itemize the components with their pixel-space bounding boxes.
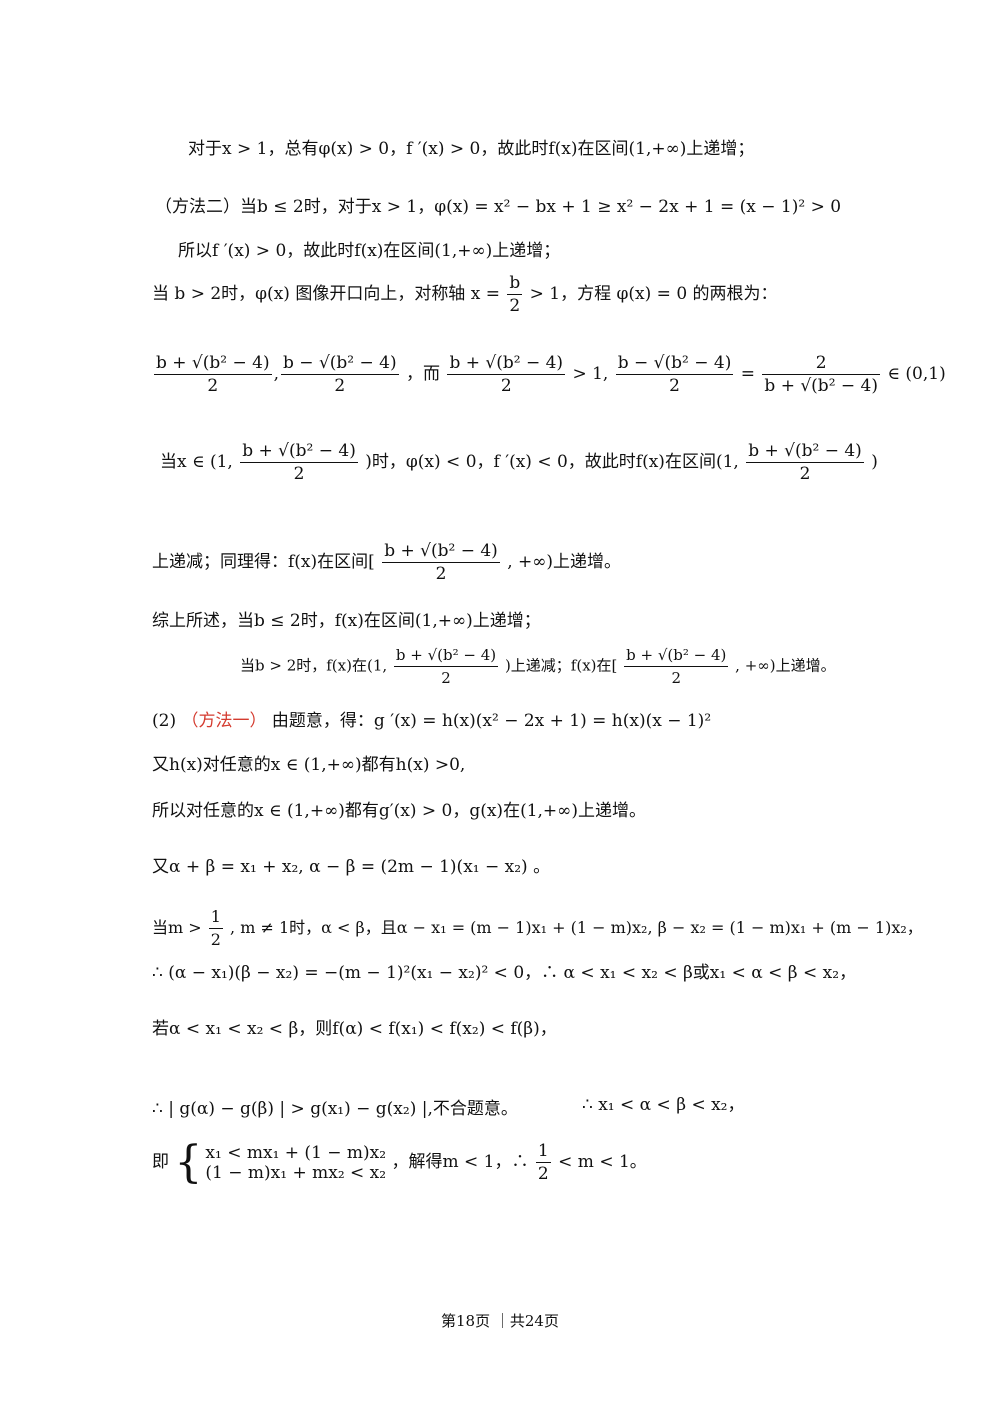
numerator: b + √(b² − 4) bbox=[382, 541, 500, 563]
fraction: b − √(b² − 4) 2 bbox=[281, 352, 399, 397]
fraction: b + √(b² − 4) 2 bbox=[624, 644, 729, 689]
line-text: , m ≠ 1时，α < β，且α − x₁ = (m − 1)x₁ + (1 … bbox=[230, 918, 923, 937]
line-text: 又α + β = x₁ + x₂, α − β = (2m − 1)(x₁ − … bbox=[152, 857, 551, 877]
numerator: b + √(b² − 4) bbox=[447, 353, 566, 375]
line-text: 所以f ′(x) > 0，故此时f(x)在区间(1,+∞)上递增； bbox=[178, 241, 561, 261]
line-text: 当 b > 2时，φ(x) 图像开口向上，对称轴 x = bbox=[152, 284, 500, 304]
numerator: 1 bbox=[208, 906, 223, 929]
fraction: b + √(b² − 4) 2 bbox=[154, 352, 272, 397]
text-line: ∴ | g(α) − g(β) | > g(x₁) − g(x₂) |,不合题意… bbox=[152, 1098, 518, 1120]
text-line: 即 { x₁ < mx₁ + (1 − m)x₂ (1 − m)x₁ + mx₂… bbox=[152, 1140, 647, 1185]
fraction: b − √(b² − 4) 2 bbox=[615, 352, 734, 397]
brace-glyph: { bbox=[174, 1136, 203, 1188]
line-text: (2) bbox=[152, 711, 177, 731]
text-line: (2) （方法一） 由题意，得：g ′(x) = h(x)(x² − 2x + … bbox=[152, 710, 711, 732]
fraction: 1 2 bbox=[208, 906, 223, 951]
numerator: b + √(b² − 4) bbox=[240, 441, 358, 463]
equation-row: x₁ < mx₁ + (1 − m)x₂ bbox=[205, 1142, 387, 1163]
text-line: 综上所述，当b ≤ 2时，f(x)在区间(1,+∞)上递增； bbox=[152, 610, 541, 632]
denominator: 2 bbox=[210, 930, 221, 949]
line-text: 上递减；同理得：f(x)在区间[ bbox=[152, 552, 375, 572]
line-text: > 1, bbox=[572, 364, 609, 384]
line-text: 当x ∈ (1, bbox=[160, 452, 233, 472]
denominator: 2 bbox=[799, 464, 811, 484]
text-line: 所以对任意的x ∈ (1,+∞)都有g′(x) > 0，g(x)在(1,+∞)上… bbox=[152, 800, 646, 822]
equation-row: (1 − m)x₁ + mx₂ < x₂ bbox=[205, 1162, 387, 1183]
line-text: 所以对任意的x ∈ (1,+∞)都有g′(x) > 0，g(x)在(1,+∞)上… bbox=[152, 801, 646, 821]
numerator: b + √(b² − 4) bbox=[624, 644, 729, 667]
line-text: , bbox=[273, 364, 280, 384]
fraction: b + √(b² − 4) 2 bbox=[447, 352, 566, 397]
line-text: ，而 bbox=[406, 364, 441, 384]
line-text: ∴ (α − x₁)(β − x₂) = −(m − 1)²(x₁ − x₂)²… bbox=[152, 963, 857, 983]
line-text: ∴ x₁ < α < β < x₂， bbox=[582, 1095, 745, 1115]
denominator: 2 bbox=[334, 376, 346, 396]
numerator: 2 bbox=[762, 352, 881, 375]
line-text: 综上所述，当b ≤ 2时，f(x)在区间(1,+∞)上递增； bbox=[152, 611, 541, 631]
fraction: b 2 bbox=[507, 272, 523, 317]
fraction: b + √(b² − 4) 2 bbox=[393, 644, 499, 689]
denominator: 2 bbox=[435, 564, 447, 584]
fraction: 2 b + √(b² − 4) bbox=[762, 352, 881, 397]
text-line: ∴ (α − x₁)(β − x₂) = −(m − 1)²(x₁ − x₂)²… bbox=[152, 962, 856, 984]
line-text: ∈ (0,1) bbox=[887, 364, 946, 384]
page-footer: 第18页 ｜共24页 bbox=[441, 1312, 559, 1330]
line-text: 当b > 2时，f(x)在(1, bbox=[240, 656, 388, 675]
text-line: 当x ∈ (1, b + √(b² − 4) 2 )时，φ(x) < 0，f ′… bbox=[160, 440, 878, 485]
line-text: ) bbox=[871, 452, 878, 472]
line-text: < m < 1。 bbox=[558, 1152, 647, 1172]
denominator: b + √(b² − 4) bbox=[764, 376, 879, 396]
text-line: ∴ x₁ < α < β < x₂， bbox=[582, 1094, 745, 1116]
numerator: b + √(b² − 4) bbox=[746, 441, 864, 463]
numerator: b + √(b² − 4) bbox=[154, 353, 272, 375]
denominator: 2 bbox=[293, 464, 305, 484]
text-line: 所以f ′(x) > 0，故此时f(x)在区间(1,+∞)上递增； bbox=[178, 240, 560, 262]
line-text: 当m > bbox=[152, 918, 202, 937]
line-text: 对于x > 1，总有φ(x) > 0，f ′(x) > 0，故此时f(x)在区间… bbox=[188, 139, 755, 159]
line-text: )时，φ(x) < 0，f ′(x) < 0，故此时f(x)在区间(1, bbox=[365, 452, 739, 472]
line-text: 由题意，得：g ′(x) = h(x)(x² − 2x + 1) = h(x)(… bbox=[271, 711, 712, 731]
fraction: b + √(b² − 4) 2 bbox=[240, 440, 358, 485]
denominator: 2 bbox=[509, 296, 521, 316]
method-label: （方法一） bbox=[181, 711, 267, 731]
numerator: 1 bbox=[535, 1141, 551, 1163]
line-text: 若α < x₁ < x₂ < β，则f(α) < f(x₁) < f(x₂) <… bbox=[152, 1019, 557, 1039]
text-line: （方法二）当b ≤ 2时，对于x > 1，φ(x) = x² − bx + 1 … bbox=[155, 196, 841, 218]
denominator: 2 bbox=[500, 376, 512, 396]
numerator: b − √(b² − 4) bbox=[615, 353, 734, 375]
text-line: 又α + β = x₁ + x₂, α − β = (2m − 1)(x₁ − … bbox=[152, 856, 550, 878]
denominator: 2 bbox=[207, 376, 219, 396]
line-text: ∴ | g(α) − g(β) | > g(x₁) − g(x₂) |,不合题意… bbox=[152, 1099, 518, 1119]
denominator: 2 bbox=[537, 1164, 549, 1184]
text-line: 对于x > 1，总有φ(x) > 0，f ′(x) > 0，故此时f(x)在区间… bbox=[188, 138, 754, 160]
text-line: 当m > 1 2 , m ≠ 1时，α < β，且α − x₁ = (m − 1… bbox=[152, 906, 923, 951]
line-text: > 1，方程 φ(x) = 0 的两根为： bbox=[529, 284, 778, 304]
fraction: 1 2 bbox=[535, 1140, 551, 1185]
text-line: 又h(x)对任意的x ∈ (1,+∞)都有h(x) >0, bbox=[152, 754, 465, 776]
fraction: b + √(b² − 4) 2 bbox=[382, 540, 500, 585]
numerator: b − √(b² − 4) bbox=[281, 353, 399, 375]
line-text: )上递减；f(x)在[ bbox=[504, 656, 618, 675]
text-line: 当 b > 2时，φ(x) 图像开口向上，对称轴 x = b 2 > 1，方程 … bbox=[152, 272, 778, 317]
line-text: , +∞)上递增。 bbox=[735, 656, 836, 675]
text-line: 当b > 2时，f(x)在(1, b + √(b² − 4) 2 )上递减；f(… bbox=[240, 644, 836, 689]
denominator: 2 bbox=[671, 669, 682, 687]
numerator: b bbox=[507, 273, 523, 295]
line-text: （方法二）当b ≤ 2时，对于x > 1，φ(x) = x² − bx + 1 … bbox=[155, 197, 842, 217]
denominator: 2 bbox=[441, 669, 451, 687]
line-text: = bbox=[740, 364, 755, 384]
text-line: b + √(b² − 4) 2 , b − √(b² − 4) 2 ，而 b +… bbox=[152, 352, 946, 397]
line-text: ，解得m < 1，∴ bbox=[391, 1152, 529, 1172]
equation-system: { x₁ < mx₁ + (1 − m)x₂ (1 − m)x₁ + mx₂ <… bbox=[174, 1136, 386, 1188]
denominator: 2 bbox=[669, 376, 680, 396]
line-text: 即 bbox=[152, 1152, 169, 1172]
text-line: 上递减；同理得：f(x)在区间[ b + √(b² − 4) 2 , +∞)上递… bbox=[152, 540, 621, 585]
line-text: 又h(x)对任意的x ∈ (1,+∞)都有h(x) >0, bbox=[152, 755, 466, 775]
line-text: , +∞)上递增。 bbox=[507, 552, 622, 572]
text-line: 若α < x₁ < x₂ < β，则f(α) < f(x₁) < f(x₂) <… bbox=[152, 1018, 557, 1040]
equation-rows: x₁ < mx₁ + (1 − m)x₂ (1 − m)x₁ + mx₂ < x… bbox=[205, 1143, 386, 1183]
numerator: b + √(b² − 4) bbox=[393, 644, 499, 667]
fraction: b + √(b² − 4) 2 bbox=[746, 440, 864, 485]
